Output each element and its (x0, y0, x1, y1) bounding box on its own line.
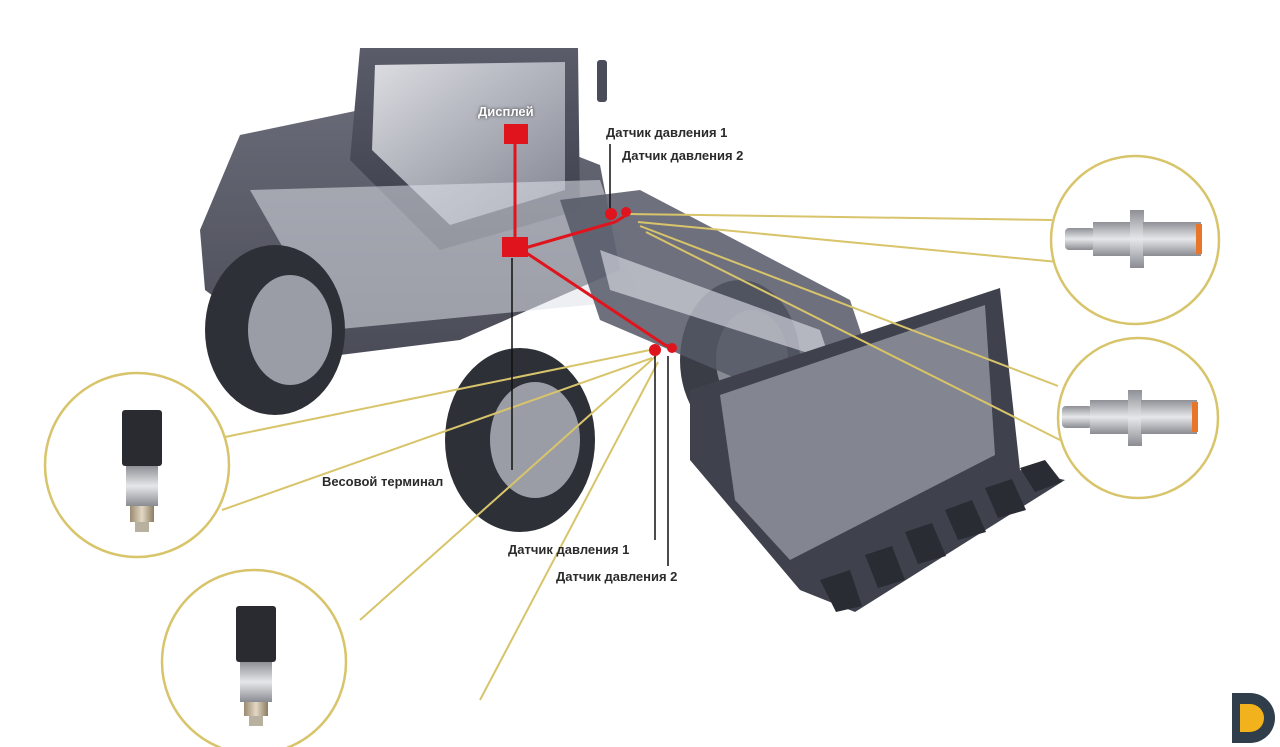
pressure-sensor-node (667, 343, 677, 353)
callout-lines (219, 213, 1061, 701)
callout-circle-left (43, 371, 231, 559)
pressure-sensor-2-bottom-label: Датчик давления 2 (556, 569, 678, 584)
proximity-sensor-icon (1065, 210, 1202, 268)
pressure-sensor-node (621, 207, 631, 217)
callout-circle-bottom-left (160, 568, 348, 747)
pressure-sensor-1-top-label: Датчик давления 1 (606, 125, 728, 140)
label-leader-lines (511, 144, 669, 566)
callout-circle-mid-right (1056, 336, 1220, 500)
pressure-sensor-2-top-label: Датчик давления 2 (622, 148, 744, 163)
weighing-terminal-unit (502, 237, 528, 257)
display-unit (504, 124, 528, 144)
brand-logo-icon (1232, 693, 1275, 743)
pressure-transducer-icon (236, 606, 276, 726)
display-label: Дисплей (478, 104, 534, 119)
pressure-sensor-node (649, 344, 661, 356)
proximity-sensor-icon (1062, 390, 1198, 446)
wiring-nodes (502, 124, 677, 356)
pressure-sensor-1-bottom-label: Датчик давления 1 (508, 542, 630, 557)
weighing-terminal-label: Весовой терминал (322, 474, 444, 489)
pressure-sensor-node (605, 208, 617, 220)
pressure-transducer-icon (122, 410, 162, 532)
callout-circle-top-right (1049, 154, 1221, 326)
